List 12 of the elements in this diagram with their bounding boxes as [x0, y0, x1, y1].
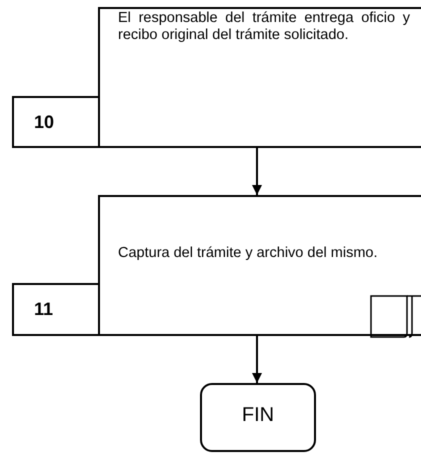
- step-text: El responsable del trámite entrega oficio y recibo original del trámite solicitado.: [118, 10, 410, 44]
- terminator-box: [200, 383, 316, 452]
- step-text: Captura del trámite y archivo del mismo.: [118, 245, 378, 262]
- step-number: 11: [34, 298, 54, 321]
- process-box: [98, 7, 421, 148]
- arrow: [252, 148, 262, 195]
- step-number: 10: [34, 110, 54, 134]
- step-number-box: [12, 283, 98, 336]
- step-text: FIN: [242, 403, 274, 428]
- arrow: [252, 336, 262, 383]
- step-number-box: [12, 96, 98, 148]
- process-box: [98, 195, 421, 336]
